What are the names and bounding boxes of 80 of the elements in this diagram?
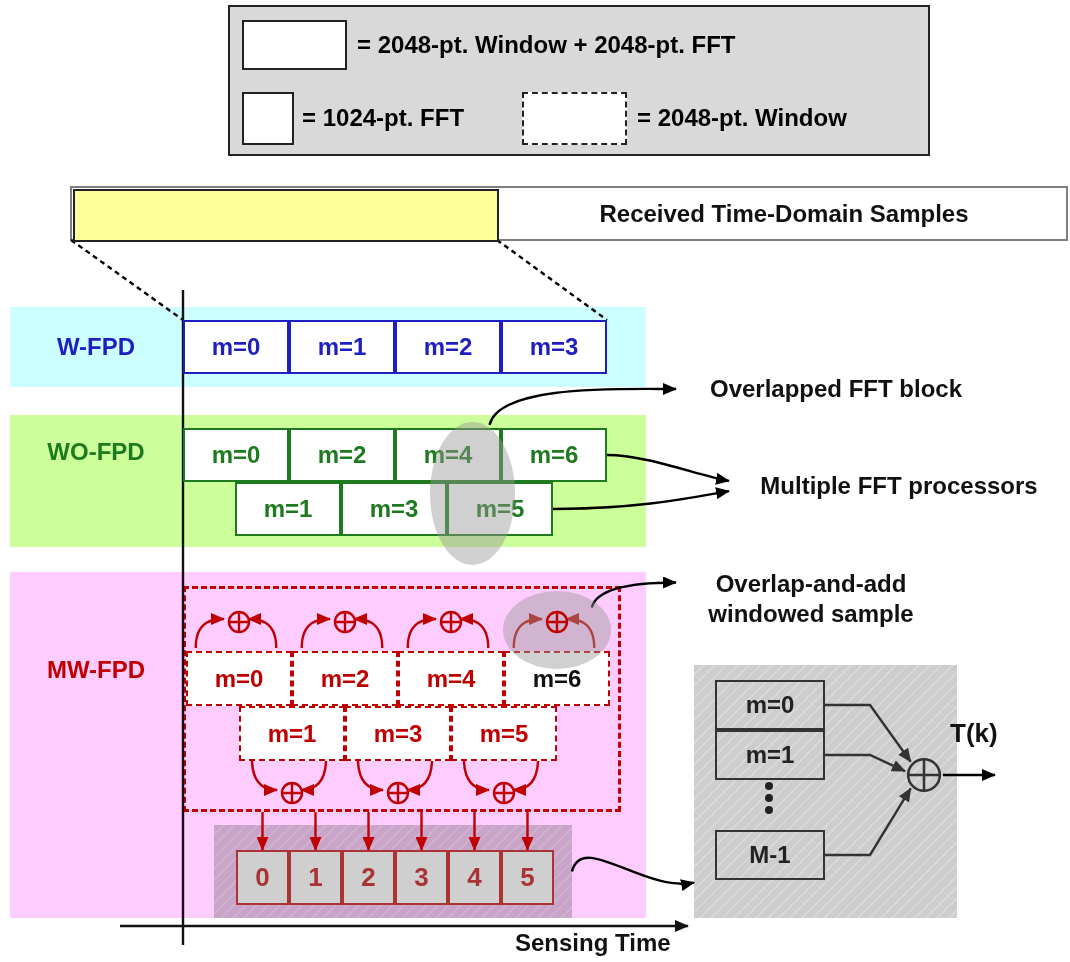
axis-label: Sensing Time (515, 929, 671, 957)
arrow (415, 812, 428, 851)
arrow (553, 487, 730, 511)
arrow (606, 453, 730, 485)
legend-text: = 1024-pt. FFT (302, 104, 465, 132)
curved-arrow (459, 613, 490, 649)
band-label: MW-FPD (45, 655, 147, 685)
fft-output-block: m=0 (715, 680, 825, 730)
band-label: WO-FPD (46, 437, 146, 467)
mode-band (10, 572, 646, 918)
adder-symbol (439, 610, 463, 634)
buffer-cell: 5 (501, 850, 554, 905)
fft-block: m=2 (289, 428, 395, 482)
fft-block: m=3 (341, 482, 447, 536)
mode-band (10, 307, 646, 387)
windowed-fft-block: m=6 (504, 651, 610, 706)
band-label: W-FPD (55, 332, 137, 362)
windowed-fft-block: m=1 (239, 706, 345, 761)
arrow (362, 812, 375, 851)
curved-arrow (565, 613, 596, 649)
adder-symbol (386, 781, 410, 805)
buffer-cell: 2 (342, 850, 395, 905)
curved-arrow (512, 613, 543, 649)
adder-symbol (905, 756, 943, 794)
edge-label: T(k) (950, 717, 998, 749)
arrow (825, 703, 912, 763)
fft-block: m=4 (395, 428, 501, 482)
mode-band (10, 415, 646, 547)
fft-output-block: M-1 (715, 830, 825, 880)
samples-bar (70, 186, 1068, 241)
annotation-text: Overlapped FFT block (676, 372, 996, 406)
adder-symbol (492, 781, 516, 805)
zoom-guide-line (70, 239, 184, 321)
adder-symbol (227, 610, 251, 634)
dashed-region (183, 586, 621, 812)
fft-block: m=1 (289, 320, 395, 374)
curved-arrow (406, 613, 437, 649)
arrow (825, 787, 912, 857)
windowed-fft-block: m=4 (398, 651, 504, 706)
annotation-text: Multiple FFT processors (729, 469, 1069, 503)
buffer-cell: 1 (289, 850, 342, 905)
fft-output-block: m=1 (715, 730, 825, 780)
legend-text: = 2048-pt. Window (637, 104, 847, 132)
arrow (468, 812, 481, 851)
output-buffer-panel (214, 825, 572, 918)
fft-block: m=3 (501, 320, 607, 374)
windowed-fft-block: m=2 (292, 651, 398, 706)
windowed-fft-block: m=0 (186, 651, 292, 706)
legend-text: = 2048-pt. Window + 2048-pt. FFT (357, 31, 736, 59)
arrow (309, 812, 322, 851)
adder-symbol (280, 781, 304, 805)
fft-block: m=5 (447, 482, 553, 536)
fft-block: m=2 (395, 320, 501, 374)
fft-block: m=0 (183, 428, 289, 482)
bar-label: Received Time-Domain Samples (598, 198, 970, 229)
arrow (256, 812, 269, 851)
curved-arrow (247, 613, 278, 649)
curved-arrow (300, 613, 331, 649)
arrow (570, 856, 695, 890)
curved-arrow (353, 613, 384, 649)
highlighted-segment (73, 189, 499, 242)
highlight-ellipse (503, 591, 611, 669)
buffer-cell: 3 (395, 850, 448, 905)
curved-arrow (194, 613, 225, 649)
adder-symbol (333, 610, 357, 634)
arrow (590, 576, 677, 608)
adder-symbol (545, 610, 569, 634)
fft-block: m=6 (501, 428, 607, 482)
arrow (943, 769, 996, 781)
windowed-fft-block: m=5 (451, 706, 557, 761)
annotation-text: Overlap-and-add windowed sample (676, 566, 946, 632)
fft-block: m=1 (235, 482, 341, 536)
buffer-cell: 0 (236, 850, 289, 905)
arrow (521, 812, 534, 851)
windowed-fft-block: m=3 (345, 706, 451, 761)
buffer-cell: 4 (448, 850, 501, 905)
arrow (825, 753, 906, 773)
arrow (488, 382, 677, 426)
zoom-guide-line (496, 239, 608, 321)
fft-block: m=0 (183, 320, 289, 374)
